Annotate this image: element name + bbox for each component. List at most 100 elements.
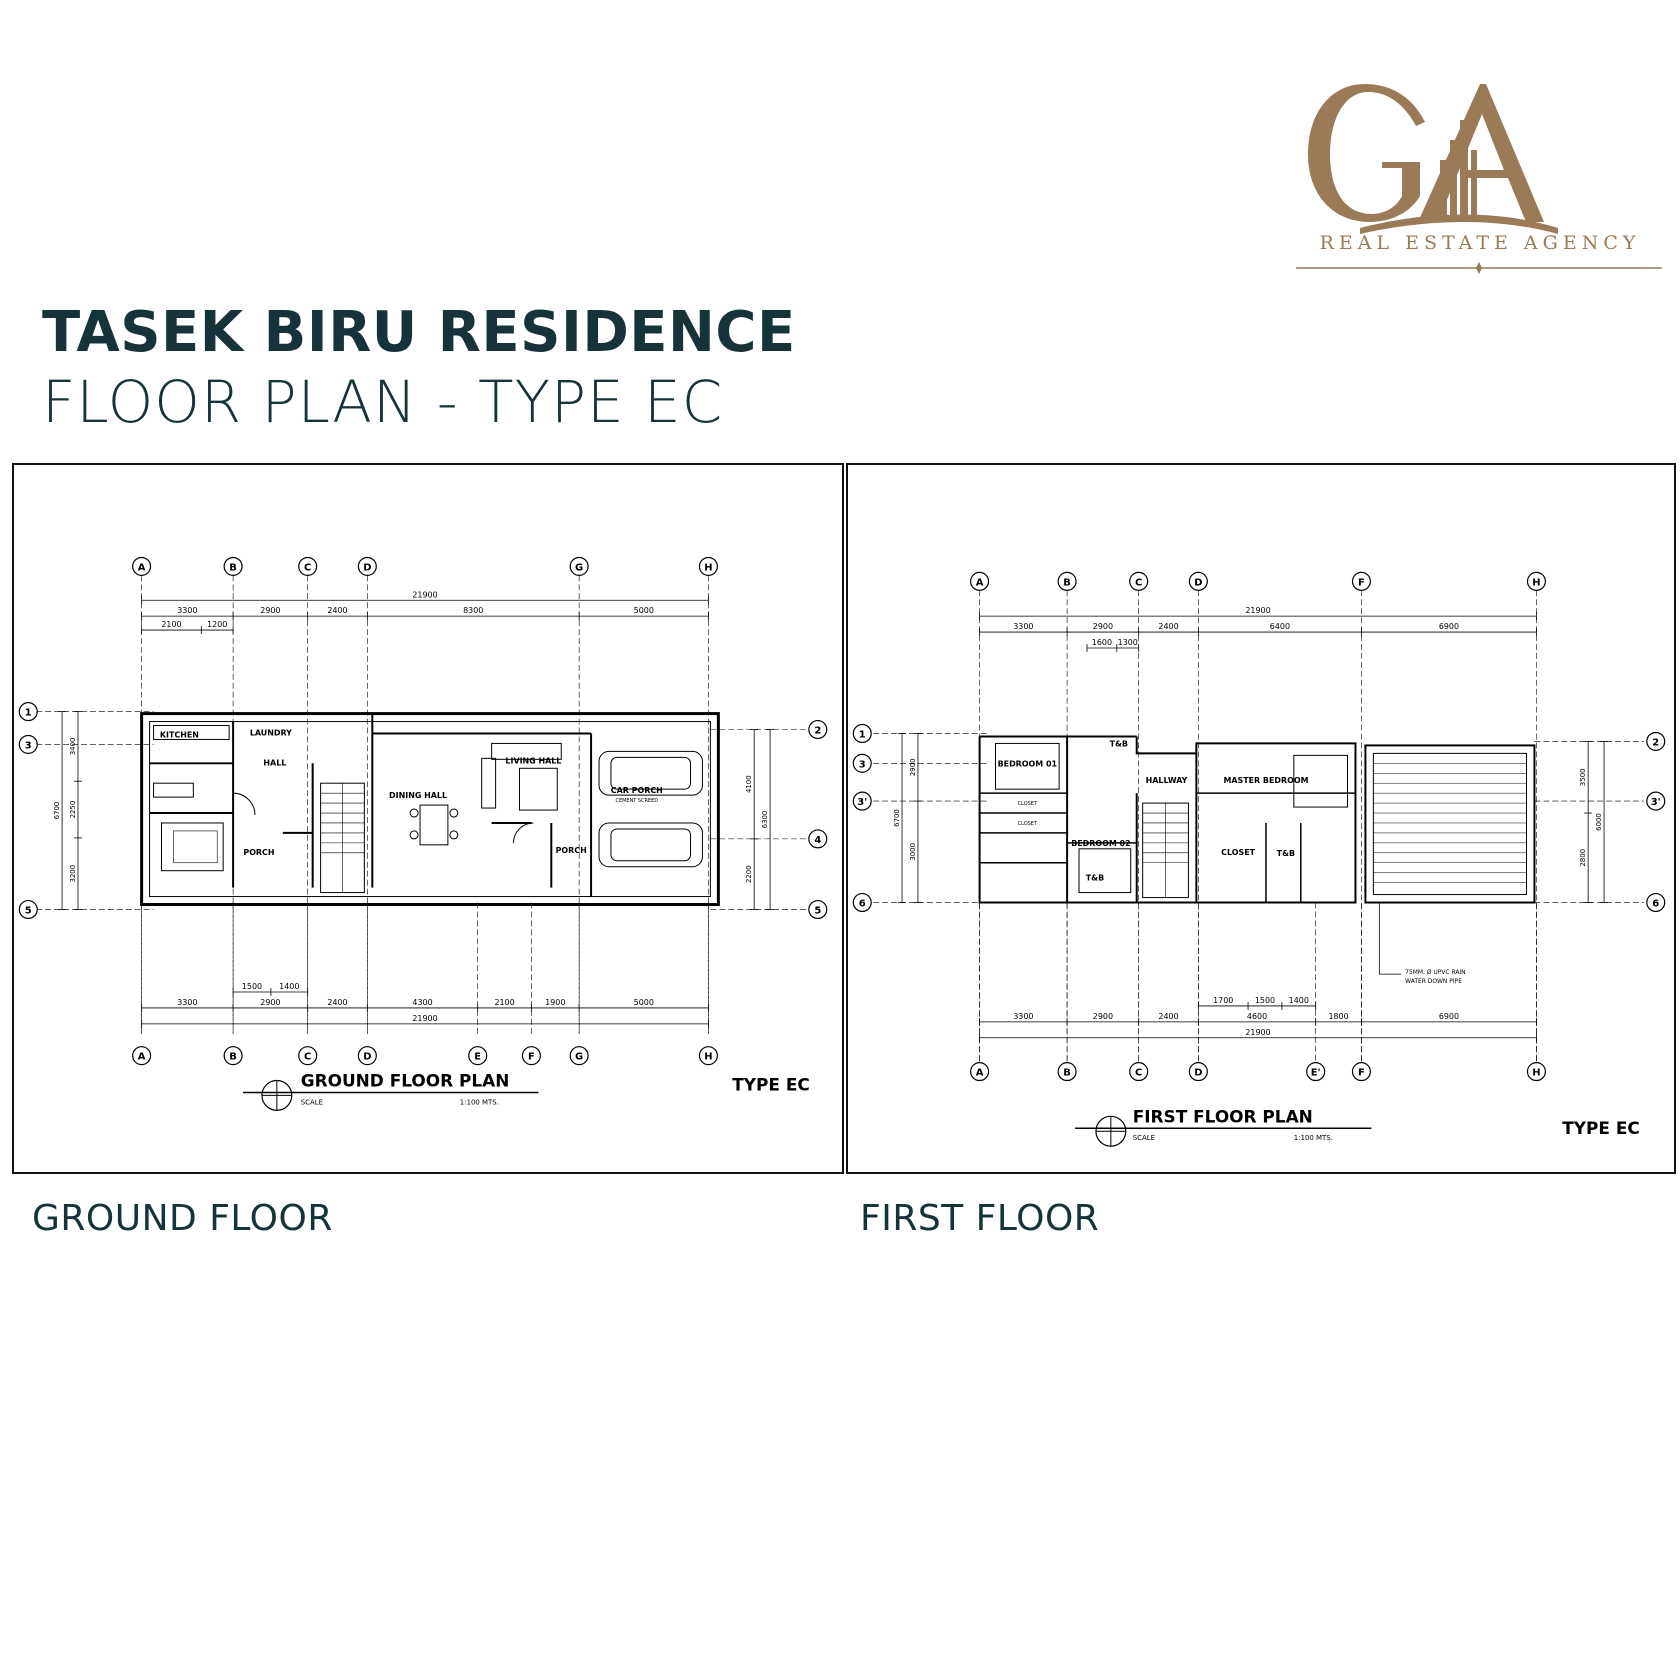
- ground-dim-right: 4100: [745, 775, 753, 793]
- ground-room-label: KITCHEN: [160, 730, 199, 739]
- ground-grid-top-bubble-label: C: [304, 562, 311, 573]
- first-dim-total-bottom: 21900: [1245, 1028, 1270, 1037]
- ground-grid-right-bubble-label: 4: [814, 835, 821, 846]
- ground-dim-bottom: 1900: [545, 998, 565, 1007]
- first-grid-bottom-bubble: [1526, 1062, 1546, 1082]
- diamond-icon: [1476, 262, 1482, 274]
- first-grid-left-bubble: [852, 753, 872, 773]
- ground-dim-top: 2900: [260, 606, 280, 615]
- first-grid-right-bubble-label: 3': [1651, 797, 1661, 808]
- ground-grid-left-bubble: [18, 899, 38, 920]
- first-dim-top: 2900: [1093, 622, 1113, 631]
- ground-dim-right: 2200: [745, 865, 753, 883]
- ground-grid-bottom-bubble-label: D: [363, 1052, 371, 1063]
- ground-grid-top-bubble: [223, 556, 243, 576]
- first-grid-top-bubble: [1351, 571, 1371, 591]
- page-subtitle: FLOOR PLAN - TYPE EC: [42, 368, 724, 436]
- first-type-label: TYPE EC: [1562, 1118, 1639, 1138]
- ground-room-label: PORCH: [243, 848, 274, 857]
- first-dim-top: 3300: [1013, 622, 1033, 631]
- first-grid-left-bubble: [852, 791, 872, 811]
- first-grid-right-bubble: [1646, 731, 1666, 751]
- first-room-label: BEDROOM 01: [998, 759, 1057, 768]
- ground-dim-top: 2400: [327, 606, 347, 615]
- first-grid-top-bubble: [970, 571, 990, 591]
- first-grid-top-bubble-label: A: [976, 577, 984, 588]
- first-dim-top-sub: 1600: [1092, 638, 1112, 647]
- ground-grid-right-bubble: [808, 719, 828, 740]
- first-dim-top-sub: 1300: [1118, 638, 1138, 647]
- ground-grid-bottom-bubble: [298, 1046, 318, 1066]
- first-dim-bottom: 1800: [1328, 1012, 1348, 1021]
- first-grid-left-bubble: [852, 892, 872, 913]
- first-grid-bottom-bubble-label: F: [1358, 1068, 1365, 1079]
- first-room-label: CLOSET: [1221, 848, 1255, 857]
- first-grid-top-bubble: [1188, 571, 1208, 591]
- ground-grid-left-bubble: [18, 734, 38, 754]
- ground-room-label: HALL: [263, 758, 286, 767]
- first-dim-top: 6900: [1439, 622, 1459, 631]
- first-dim-bottom-sub: 1700: [1213, 996, 1233, 1005]
- first-dim-top: 6400: [1270, 622, 1290, 631]
- ground-dim-top-sub: 2100: [161, 620, 181, 629]
- first-grid-right-bubble-label: 2: [1652, 737, 1659, 748]
- first-grid-bottom-bubble: [1057, 1062, 1077, 1082]
- first-grid-left-bubble-label: 1: [859, 729, 866, 740]
- ground-grid-bottom-bubble: [569, 1046, 589, 1066]
- ground-room-label: CAR PORCH: [611, 786, 663, 795]
- ground-grid-bottom-bubble-label: E: [474, 1052, 481, 1063]
- ground-grid-bottom-bubble: [521, 1046, 541, 1066]
- first-room-label: T&B: [1277, 849, 1295, 858]
- agency-logo: [1290, 50, 1670, 290]
- ground-room-label: PORCH: [556, 846, 587, 855]
- first-grid-bottom-bubble-label: C: [1135, 1068, 1142, 1079]
- first-dim-bottom-sub: 1400: [1289, 996, 1309, 1005]
- ground-dim-left: 3200: [69, 865, 77, 883]
- first-grid-top-bubble: [1526, 571, 1546, 591]
- ground-grid-top-bubble: [698, 556, 718, 576]
- first-grid-bottom-bubble: [1129, 1062, 1149, 1082]
- first-grid-bottom-bubble-label: E': [1311, 1068, 1321, 1079]
- first-dim-right: 2800: [1579, 849, 1587, 867]
- first-grid-bottom-bubble: [1188, 1062, 1208, 1082]
- ground-grid-bottom-bubble: [698, 1046, 718, 1066]
- first-dim-bottom: 3300: [1013, 1012, 1033, 1021]
- ground-grid-top-bubble: [298, 556, 318, 576]
- first-grid-top-bubble-label: C: [1135, 577, 1142, 588]
- first-dim-right-total: 6000: [1595, 813, 1603, 831]
- first-grid-bottom-bubble-label: H: [1532, 1068, 1540, 1079]
- first-plan-title: FIRST FLOOR PLAN: [1133, 1106, 1313, 1126]
- ground-grid-bottom-bubble-label: A: [138, 1052, 146, 1063]
- first-dim-left: 3000: [909, 843, 917, 861]
- first-dim-bottom: 2900: [1093, 1012, 1113, 1021]
- ground-grid-bottom-bubble-label: H: [704, 1052, 712, 1063]
- first-grid-bottom-bubble-label: A: [976, 1068, 984, 1079]
- first-scale-value: 1:100 MTS.: [1294, 1134, 1333, 1142]
- ground-dim-left: 2250: [69, 801, 77, 819]
- ground-grid-top-bubble: [569, 556, 589, 576]
- ground-grid-bottom-bubble-label: B: [229, 1052, 237, 1063]
- first-grid-bottom-bubble: [1306, 1062, 1326, 1082]
- ground-dim-total-bottom: 21900: [412, 1014, 437, 1023]
- ground-dim-top-sub: 1200: [207, 620, 227, 629]
- ground-dim-bottom: 2100: [494, 998, 514, 1007]
- first-grid-bottom-bubble-label: B: [1063, 1068, 1071, 1079]
- ground-dim-top: 5000: [634, 606, 654, 615]
- page-title: TASEK BIRU RESIDENCE: [42, 300, 796, 365]
- first-dim-top: 2400: [1158, 622, 1178, 631]
- first-floor-caption: FIRST FLOOR: [860, 1198, 1100, 1239]
- ground-grid-bottom-bubble: [468, 1046, 488, 1066]
- first-grid-left-bubble-label: 3: [859, 759, 866, 770]
- ground-floor-caption: GROUND FLOOR: [32, 1198, 333, 1239]
- first-dim-bottom: 6900: [1439, 1012, 1459, 1021]
- first-dim-total-top: 21900: [1245, 606, 1270, 615]
- first-grid-bottom-bubble-label: D: [1194, 1068, 1202, 1079]
- ground-dim-bottom: 3300: [177, 998, 197, 1007]
- ground-dim-bottom: 2400: [327, 998, 347, 1007]
- first-room-label: CLOSET: [1018, 801, 1038, 807]
- ground-grid-right-bubble: [808, 829, 828, 849]
